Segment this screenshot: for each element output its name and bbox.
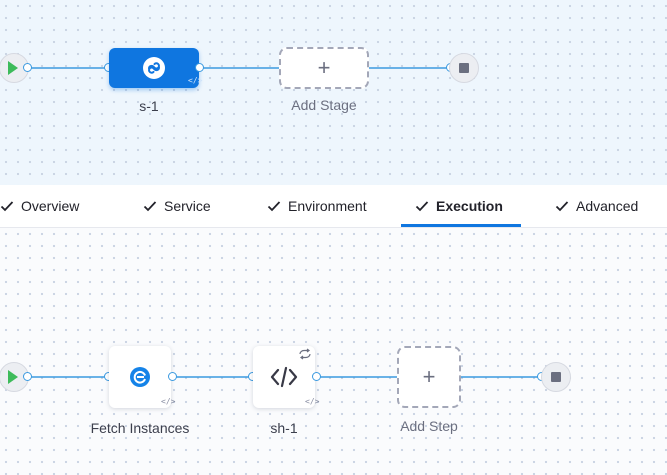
yaml-icon: </>: [188, 76, 203, 85]
plus-icon: +: [317, 55, 331, 80]
check-icon: [0, 201, 14, 212]
step-name-label: sh-1: [270, 420, 298, 436]
start-output-port: [23, 63, 32, 72]
add-stage-button[interactable]: +: [279, 47, 369, 89]
stage-output-port: [195, 63, 204, 72]
fetch-instances-icon: [130, 367, 150, 387]
add-step-label: Add Step: [400, 418, 458, 434]
step-node-sh-1[interactable]: </>: [253, 346, 319, 408]
add-stage-label: Add Stage: [291, 97, 357, 113]
tab-execution[interactable]: Execution: [415, 185, 503, 227]
check-icon: [267, 201, 281, 212]
active-tab-indicator: [401, 224, 521, 227]
stop-icon: [459, 63, 469, 73]
check-icon: [415, 201, 429, 212]
step-name-label: Fetch Instances: [90, 420, 190, 436]
check-icon: [143, 201, 157, 212]
stage-tabs: Overview Service Environment Execution A…: [0, 185, 667, 228]
stage-canvas: [0, 0, 667, 185]
step-output-port: [168, 372, 177, 381]
deployment-stage-icon: [143, 57, 165, 79]
stop-icon: [551, 372, 561, 382]
step-node-fetch-instances[interactable]: </>: [109, 346, 175, 408]
tab-environment[interactable]: Environment: [267, 185, 367, 227]
tab-label: Overview: [21, 198, 80, 214]
tab-label: Execution: [436, 198, 503, 214]
tab-overview[interactable]: Overview: [0, 185, 79, 227]
tab-service[interactable]: Service: [143, 185, 211, 227]
execution-end-node[interactable]: [541, 362, 571, 392]
yaml-icon: </>: [305, 397, 320, 406]
loop-icon: [299, 348, 311, 360]
plus-icon: +: [422, 364, 436, 389]
execution-canvas: [0, 228, 667, 475]
code-icon: [270, 366, 298, 388]
play-icon: [8, 370, 18, 384]
check-icon: [555, 201, 569, 212]
add-step-button[interactable]: +: [397, 346, 461, 408]
start-output-port: [23, 372, 32, 381]
pipeline-end-node[interactable]: [449, 53, 479, 83]
tab-label: Environment: [288, 198, 367, 214]
yaml-icon: </>: [161, 397, 176, 406]
tab-label: Service: [164, 198, 211, 214]
play-icon: [8, 61, 18, 75]
tab-advanced[interactable]: Advanced: [555, 185, 638, 227]
step-output-port: [312, 372, 321, 381]
stage-node-s-1[interactable]: </>: [109, 48, 203, 88]
stage-name-label: s-1: [139, 98, 159, 114]
tab-label: Advanced: [576, 198, 639, 214]
